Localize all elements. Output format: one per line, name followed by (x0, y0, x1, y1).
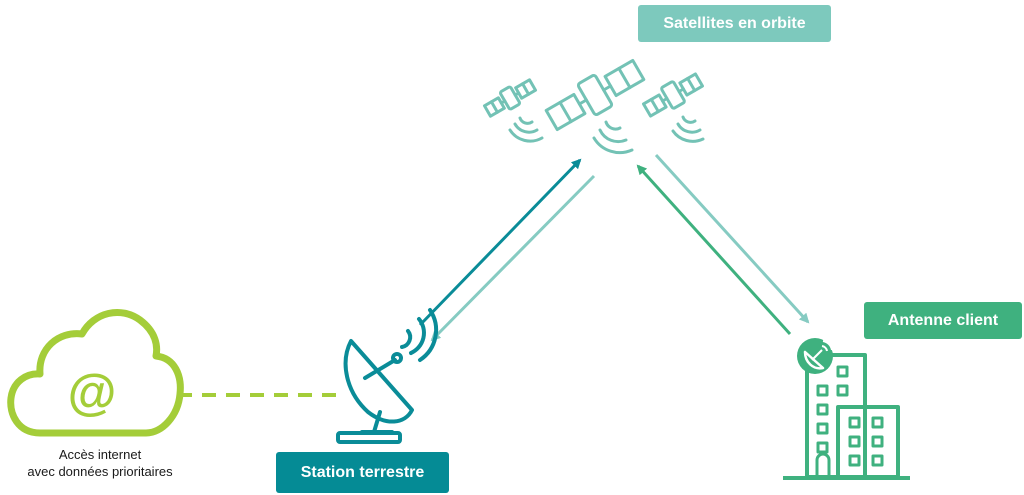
client-downlink-arrow (654, 153, 810, 324)
at-sign-icon: @ (68, 364, 117, 420)
station-label: Station terrestre (276, 452, 449, 493)
dish-badge-icon (797, 338, 833, 374)
satellite-dish-icon (336, 308, 439, 444)
cloud-caption: Accès internet avec données prioritaires (0, 446, 200, 480)
antenna-label: Antenne client (864, 302, 1022, 339)
uplink-arrow (418, 158, 582, 327)
cloud-caption-line1: Accès internet (58, 447, 142, 462)
building-icon (783, 353, 910, 480)
satellite-icon (482, 58, 705, 155)
downlink-arrow (430, 174, 596, 342)
cloud-caption-line2: avec données prioritaires (27, 464, 173, 479)
satellites-label: Satellites en orbite (638, 5, 831, 42)
cloud-icon (7, 309, 184, 437)
client-uplink-arrow (636, 164, 792, 336)
